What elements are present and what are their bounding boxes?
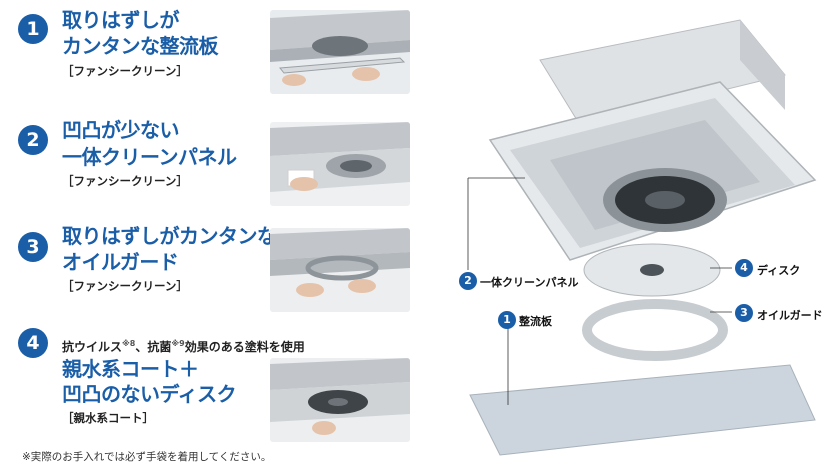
- feature-1-subtitle: ［ファンシークリーン］: [62, 64, 188, 78]
- photo-clean-panel-wiping: [270, 122, 410, 206]
- feature-2-number-badge: 2: [18, 125, 48, 155]
- feature-3-title-line1: 取りはずしがカンタンな: [62, 224, 277, 248]
- feature-4-coating-note: 抗ウイルス※8、抗菌※9効果のある塗料を使用: [62, 339, 305, 354]
- feature-4-title-line2: 凹凸のないディスク: [62, 382, 237, 406]
- feature-2-subtitle: ［ファンシークリーン］: [62, 174, 188, 188]
- glove-footnote: ※実際のお手入れでは必ず手袋を着用してください。: [22, 451, 272, 463]
- callout-disc-label: ディスク: [757, 264, 801, 277]
- callout-oil-guard-label: オイルガード: [757, 309, 823, 322]
- oil-guard-shape: [582, 299, 728, 361]
- feature-3-subtitle: ［ファンシークリーン］: [62, 279, 188, 293]
- rectifier-plate-shape: [469, 364, 816, 456]
- callout-3-badge: 3: [735, 304, 753, 322]
- photo-disc-removal: [270, 358, 410, 442]
- feature-4-subtitle: ［親水系コート］: [62, 411, 154, 425]
- callout-clean-panel-label: 一体クリーンパネル: [480, 276, 579, 289]
- feature-4-number-badge: 4: [18, 328, 48, 358]
- feature-2-title-line1: 凹凸が少ない: [62, 118, 180, 142]
- feature-1-number-badge: 1: [18, 14, 48, 44]
- feature-1-title-line1: 取りはずしが: [62, 8, 180, 32]
- feature-4-title-line1: 親水系コート＋: [62, 357, 199, 381]
- feature-1-title-line2: カンタンな整流板: [62, 34, 219, 58]
- feature-3-title-line2: オイルガード: [62, 250, 179, 274]
- feature-2-title-line2: 一体クリーンパネル: [62, 145, 237, 169]
- exploded-hood-diagram: [467, 19, 817, 456]
- callout-1-badge: 1: [498, 311, 516, 329]
- callout-4-badge: 4: [735, 259, 753, 277]
- feature-3-number-badge: 3: [18, 232, 48, 262]
- photo-rectifier-removal: [270, 10, 410, 94]
- callout-2-badge: 2: [459, 272, 477, 290]
- photo-oil-guard-removal: [270, 228, 410, 312]
- callout-rectifier-label: 整流板: [519, 315, 552, 328]
